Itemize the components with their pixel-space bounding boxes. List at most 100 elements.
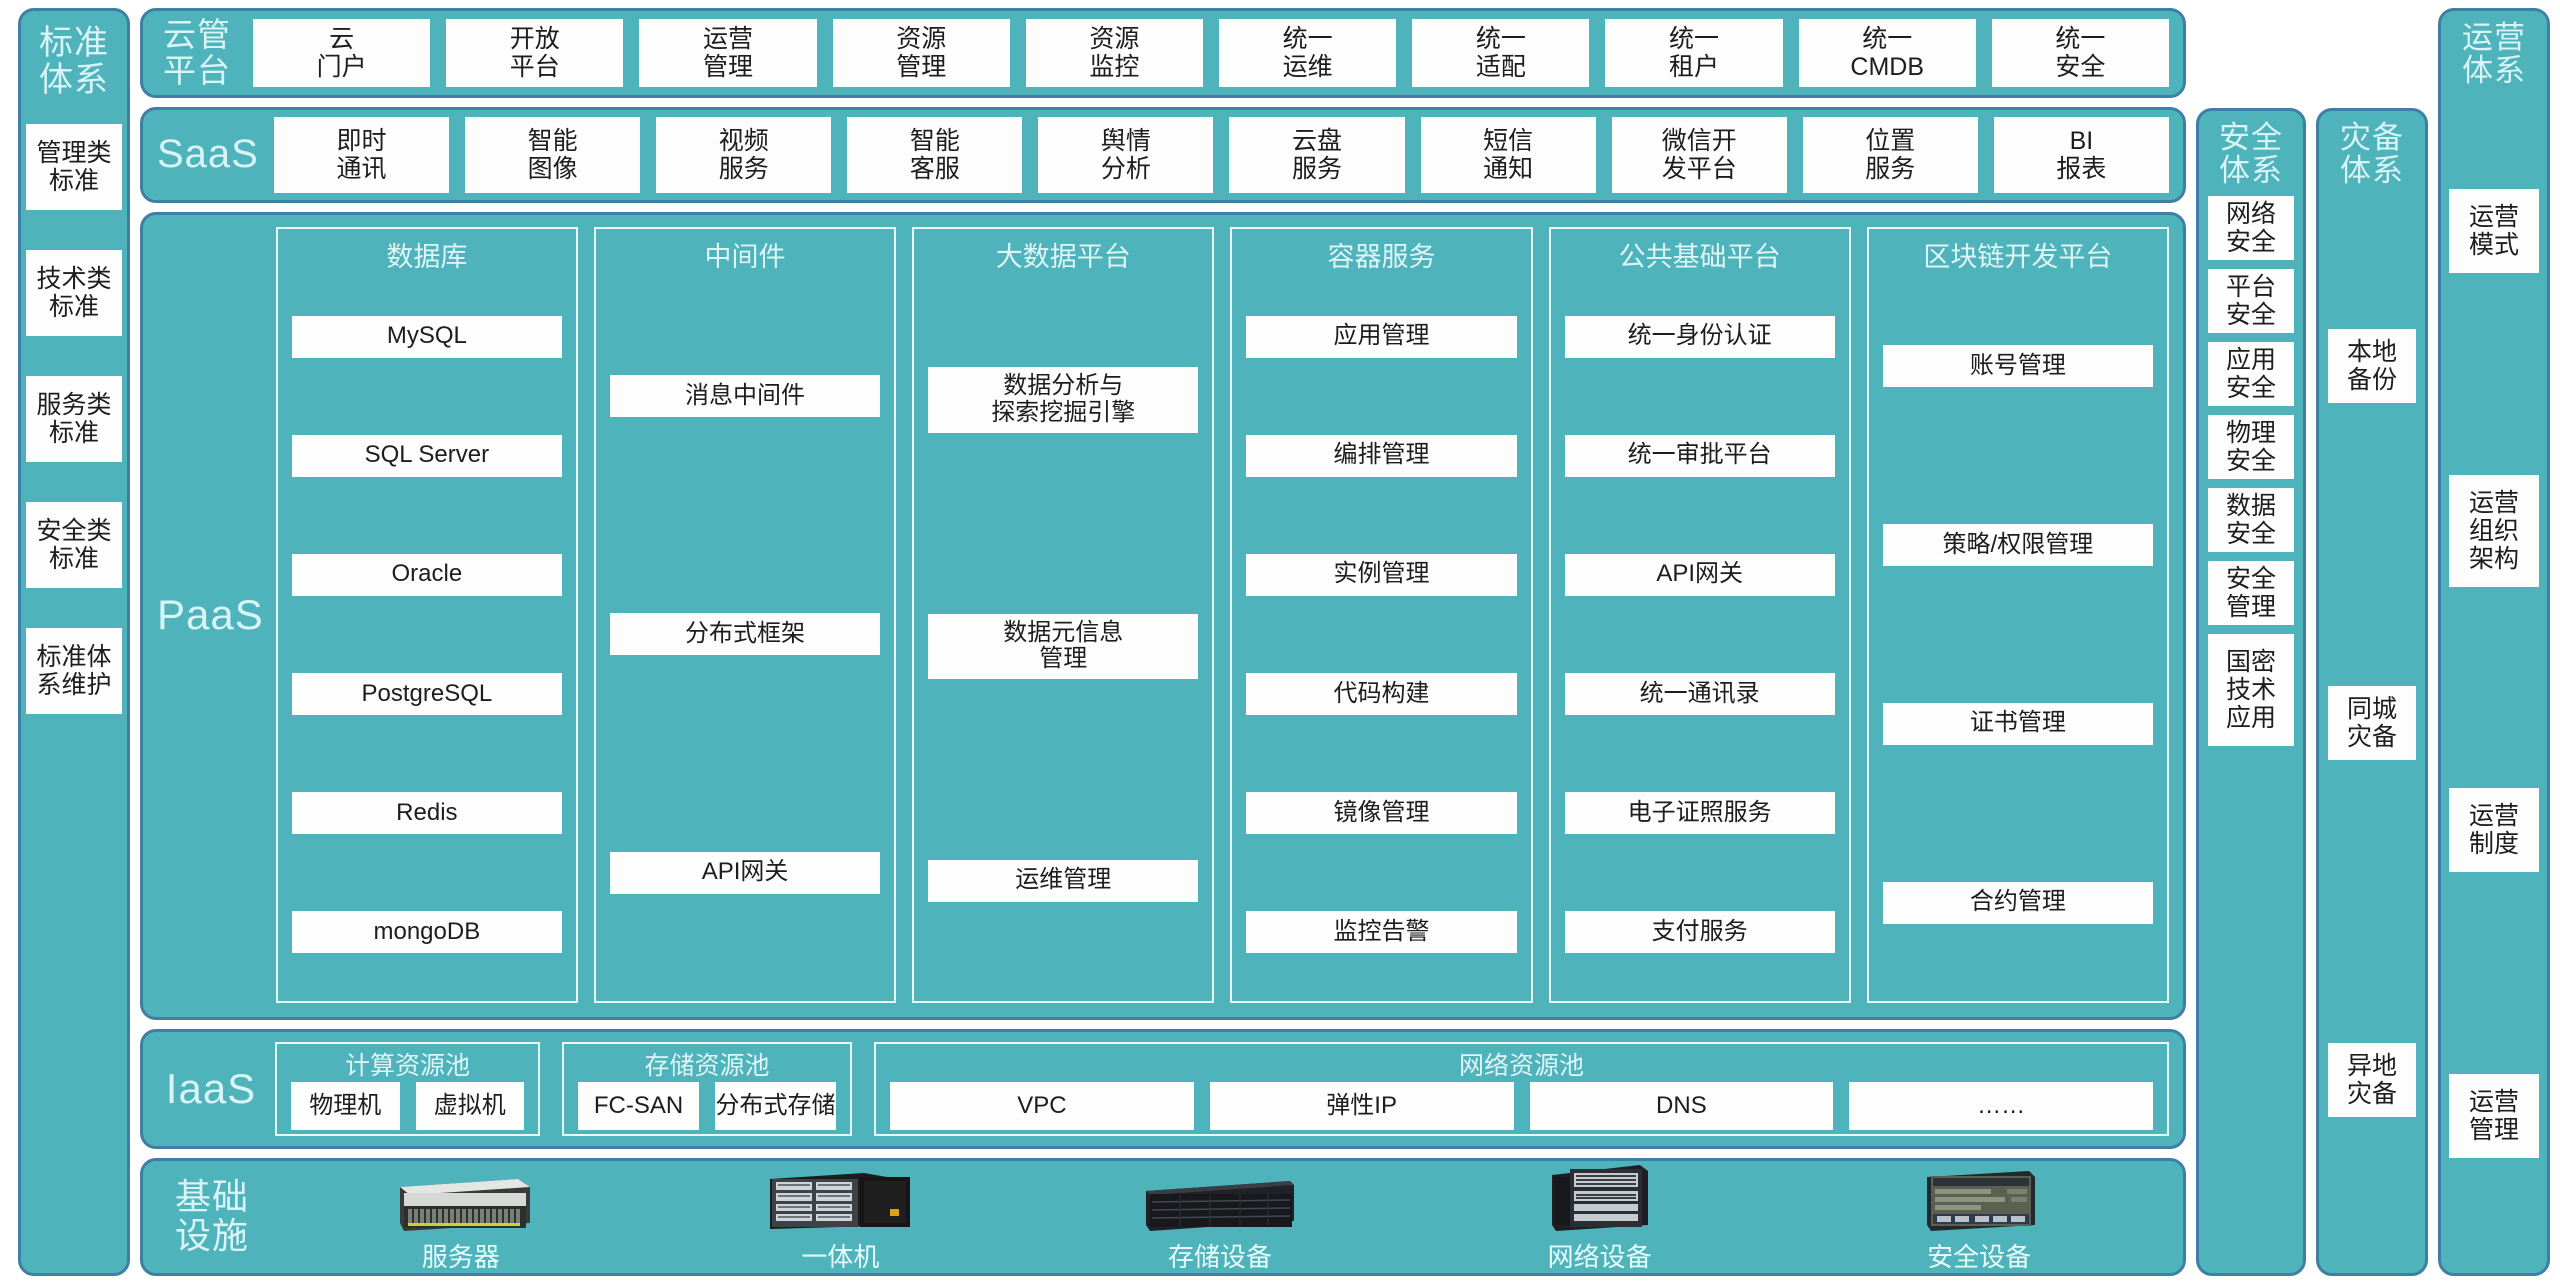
security-item-data[interactable]: 数据 安全 — [2208, 487, 2294, 552]
pb-item-payment-service[interactable]: 支付服务 — [1564, 911, 1835, 954]
saas-item-cloud-disk[interactable]: 云盘 服务 — [1229, 117, 1405, 193]
db-item-mongodb[interactable]: mongoDB — [291, 911, 562, 954]
standards-system-column: 标准 体系 管理类 标准 技术类 标准 服务类 标准 安全类 标准 标准体 系维… — [18, 8, 130, 1276]
security-item-management[interactable]: 安全 管理 — [2208, 560, 2294, 625]
saas-title: SaaS — [157, 132, 259, 177]
device-converged-appliance[interactable]: 一体机 — [651, 1169, 1031, 1274]
network-item-dns[interactable]: DNS — [1529, 1082, 1834, 1130]
dr-item-local-backup[interactable]: 本地 备份 — [2328, 329, 2416, 404]
paas-group-blockchain: 区块链开发平台 账号管理 策略/权限管理 证书管理 合约管理 — [1866, 227, 2169, 1003]
mw-item-distributed-framework[interactable]: 分布式框架 — [609, 613, 881, 656]
device-storage[interactable]: 存储设备 — [1030, 1175, 1410, 1274]
cloud-item-unified-security[interactable]: 统一 安全 — [1991, 19, 2170, 87]
bd-item-analysis-engine[interactable]: 数据分析与 探索挖掘引擎 — [928, 367, 1199, 433]
network-pool-title: 网络资源池 — [1458, 1052, 1584, 1080]
ct-item-code-build[interactable]: 代码构建 — [1246, 673, 1517, 716]
mw-item-api-gateway[interactable]: API网关 — [609, 851, 881, 894]
security-item-sm-crypto[interactable]: 国密 技术 应用 — [2208, 633, 2294, 746]
pb-item-unified-approval[interactable]: 统一审批平台 — [1564, 434, 1835, 477]
cloud-item-resource-management[interactable]: 资源 管理 — [832, 19, 1010, 87]
ops-item-org-structure[interactable]: 运营 组织 架构 — [2449, 474, 2539, 587]
paas-group-middleware-title: 中间件 — [704, 242, 786, 272]
storage-item-distributed-storage[interactable]: 分布式存储 — [715, 1082, 836, 1130]
cloud-item-unified-tenant[interactable]: 统一 租户 — [1605, 19, 1783, 87]
standard-item-security[interactable]: 安全类 标准 — [26, 502, 122, 589]
dr-item-metro-dr[interactable]: 同城 灾备 — [2328, 686, 2416, 761]
network-item-vpc[interactable]: VPC — [890, 1082, 1194, 1130]
db-item-redis[interactable]: Redis — [291, 792, 562, 835]
disaster-recovery-column: 灾备 体系 本地 备份 同城 灾备 异地 灾备 — [2316, 108, 2428, 1276]
cloud-item-resource-monitoring[interactable]: 资源 监控 — [1025, 19, 1204, 87]
saas-item-public-opinion-analysis[interactable]: 舆情 分析 — [1038, 117, 1214, 193]
standard-item-maintenance[interactable]: 标准体 系维护 — [26, 628, 122, 715]
cloud-item-unified-adaptation[interactable]: 统一 适配 — [1412, 19, 1590, 87]
standard-item-service[interactable]: 服务类 标准 — [26, 376, 122, 463]
ops-item-management[interactable]: 运营 管理 — [2449, 1074, 2539, 1159]
bd-item-ops-management[interactable]: 运维管理 — [928, 859, 1199, 902]
bc-item-policy-permission[interactable]: 策略/权限管理 — [1882, 524, 2153, 567]
bc-item-contract-management[interactable]: 合约管理 — [1882, 881, 2153, 924]
saas-item-wechat-dev-platform[interactable]: 微信开 发平台 — [1611, 117, 1787, 193]
cloud-item-unified-ops[interactable]: 统一 运维 — [1219, 19, 1397, 87]
ops-item-operating-model[interactable]: 运营 模式 — [2449, 188, 2539, 273]
rack-server-icon — [399, 1178, 530, 1231]
network-item-elastic-ip[interactable]: 弹性IP — [1209, 1082, 1514, 1130]
cloud-item-open-platform[interactable]: 开放 平台 — [446, 19, 624, 87]
paas-group-public-base-title: 公共基础平台 — [1618, 242, 1781, 272]
mw-item-message-middleware[interactable]: 消息中间件 — [609, 375, 881, 418]
saas-item-location-service[interactable]: 位置 服务 — [1802, 117, 1978, 193]
infrastructure-title: 基础 设施 — [174, 1176, 249, 1256]
bc-item-account-management[interactable]: 账号管理 — [1882, 345, 2153, 388]
ct-item-monitoring-alerting[interactable]: 监控告警 — [1246, 911, 1517, 954]
iaas-title: IaaS — [165, 1065, 257, 1113]
security-item-physical[interactable]: 物理 安全 — [2208, 414, 2294, 479]
compute-item-physical-machine[interactable]: 物理机 — [291, 1082, 400, 1130]
saas-item-smart-imaging[interactable]: 智能 图像 — [465, 117, 641, 193]
saas-item-smart-customer-service[interactable]: 智能 客服 — [847, 117, 1023, 193]
device-server[interactable]: 服务器 — [271, 1173, 651, 1274]
cloud-item-portal[interactable]: 云 门户 — [253, 19, 431, 87]
saas-item-video-service[interactable]: 视频 服务 — [656, 117, 832, 193]
security-appliance-icon — [1927, 1170, 2036, 1231]
pb-item-unified-contacts[interactable]: 统一通讯录 — [1564, 673, 1835, 716]
cloud-item-unified-cmdb[interactable]: 统一 CMDB — [1798, 19, 1976, 87]
security-item-network[interactable]: 网络 安全 — [2208, 195, 2294, 260]
saas-item-bi-report[interactable]: BI 报表 — [1993, 117, 2169, 193]
security-item-platform[interactable]: 平台 安全 — [2208, 268, 2294, 333]
db-item-mysql[interactable]: MySQL — [291, 315, 562, 358]
standard-item-technical[interactable]: 技术类 标准 — [26, 250, 122, 337]
ct-item-app-management[interactable]: 应用管理 — [1246, 315, 1517, 358]
ct-item-orchestration[interactable]: 编排管理 — [1246, 434, 1517, 477]
storage-resource-pool: 存储资源池 FC-SAN 分布式存储 — [562, 1042, 852, 1136]
saas-item-instant-messaging[interactable]: 即时 通讯 — [274, 117, 450, 193]
db-item-postgresql[interactable]: PostgreSQL — [291, 673, 562, 716]
cloud-platform-items: 云 门户 开放 平台 运营 管理 资源 管理 资源 监控 统一 运维 统一 适配… — [253, 19, 2170, 87]
pb-item-e-license-service[interactable]: 电子证照服务 — [1564, 792, 1835, 835]
db-item-oracle[interactable]: Oracle — [291, 553, 562, 596]
storage-item-fc-san[interactable]: FC-SAN — [578, 1082, 699, 1130]
device-network[interactable]: 网络设备 — [1410, 1161, 1790, 1274]
paas-group-container: 容器服务 应用管理 编排管理 实例管理 代码构建 镜像管理 监控告警 — [1230, 227, 1533, 1003]
cloud-item-operation-management[interactable]: 运营 管理 — [639, 19, 817, 87]
device-server-label: 服务器 — [421, 1241, 500, 1272]
saas-item-sms-notification[interactable]: 短信 通知 — [1420, 117, 1596, 193]
network-item-ellipsis[interactable]: …… — [1849, 1082, 2153, 1130]
device-storage-label: 存储设备 — [1167, 1241, 1272, 1272]
pb-item-unified-identity[interactable]: 统一身份认证 — [1564, 315, 1835, 358]
compute-item-virtual-machine[interactable]: 虚拟机 — [415, 1082, 524, 1130]
ct-item-image-management[interactable]: 镜像管理 — [1246, 792, 1517, 835]
ct-item-instance-management[interactable]: 实例管理 — [1246, 553, 1517, 596]
storage-pool-title: 存储资源池 — [644, 1052, 770, 1080]
device-security[interactable]: 安全设备 — [1789, 1167, 2169, 1274]
saas-items: 即时 通讯 智能 图像 视频 服务 智能 客服 舆情 分析 云盘 服务 短信 通… — [274, 117, 2169, 193]
security-item-application[interactable]: 应用 安全 — [2208, 341, 2294, 406]
pb-item-api-gateway[interactable]: API网关 — [1564, 553, 1835, 596]
ops-item-policy[interactable]: 运营 制度 — [2449, 788, 2539, 873]
bc-item-certificate-management[interactable]: 证书管理 — [1882, 702, 2153, 745]
db-item-sqlserver[interactable]: SQL Server — [291, 434, 562, 477]
compute-pool-title: 计算资源池 — [344, 1052, 470, 1080]
bd-item-metadata-management[interactable]: 数据元信息 管理 — [928, 613, 1199, 680]
standard-item-management[interactable]: 管理类 标准 — [26, 124, 122, 211]
dr-item-remote-dr[interactable]: 异地 灾备 — [2328, 1043, 2416, 1118]
